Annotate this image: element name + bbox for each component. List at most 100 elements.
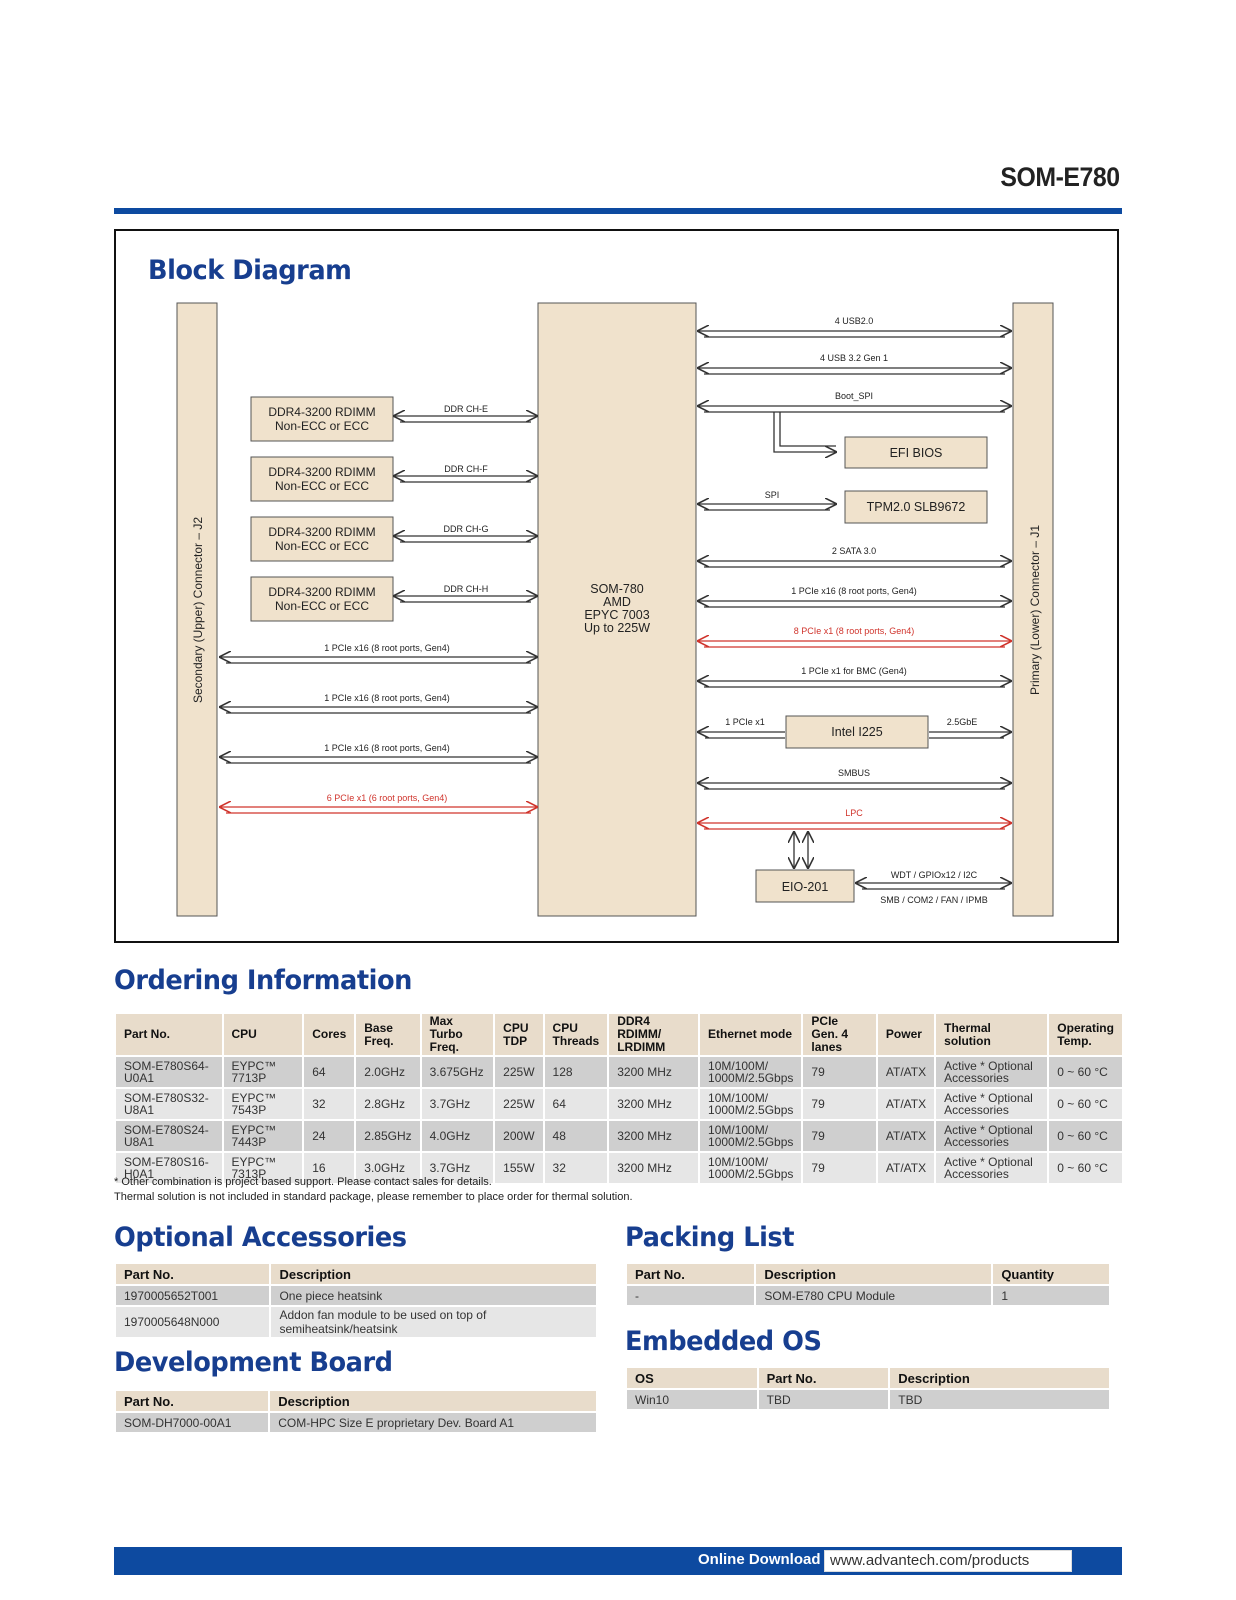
left-bus-label: 6 PCIe x1 (6 root ports, Gen4)	[327, 793, 448, 803]
dimm-box	[250, 396, 394, 442]
primary-connector-bar	[1012, 302, 1054, 917]
packing-list-header-1: Description	[756, 1264, 992, 1284]
table-cell: 3.675GHz	[421, 1057, 494, 1087]
table-cell: 48	[544, 1121, 608, 1151]
ddr-bus-label: DDR CH-E	[444, 404, 488, 414]
ordering-header-8: Ethernet mode	[700, 1014, 802, 1055]
table-cell: AT/ATX	[877, 1089, 935, 1119]
tpm-box	[844, 490, 988, 524]
product-title: SOM-E780	[1000, 162, 1121, 192]
ordering-header-2: Cores	[304, 1014, 355, 1055]
table-cell: 225W	[495, 1089, 543, 1119]
table-cell: One piece heatsink	[271, 1286, 596, 1305]
table-cell: Addon fan module to be used on top of se…	[271, 1307, 596, 1337]
cpu-label-line: Up to 225W	[584, 621, 650, 635]
table-cell: SOM-DH7000-00A1	[116, 1413, 269, 1432]
table-cell: 3200 MHz	[609, 1089, 699, 1119]
table-cell: 3.7GHz	[421, 1089, 494, 1119]
secondary-connector-label: Secondary (Upper) Connector – J2	[191, 517, 205, 703]
dimm-label-line: Non-ECC or ECC	[275, 599, 369, 613]
table-cell: COM-HPC Size E proprietary Dev. Board A1	[270, 1413, 596, 1432]
cpu-label-line: SOM-780	[590, 582, 644, 596]
embedded-os-header-0: OS	[627, 1368, 757, 1388]
eio-bus-label-bottom: SMB / COM2 / FAN / IPMB	[880, 895, 988, 905]
right-bus-label: 8 PCIe x1 (8 root ports, Gen4)	[794, 626, 915, 636]
table-cell: SOM-E780S16-H0A1	[116, 1153, 222, 1183]
table-cell: AT/ATX	[877, 1153, 935, 1183]
table-cell: 225W	[495, 1057, 543, 1087]
table-cell: 3200 MHz	[609, 1057, 699, 1087]
block-diagram-frame	[114, 229, 1119, 943]
table-cell: SOM-E780S32-U8A1	[116, 1089, 222, 1119]
packing-list-header-2: Quantity	[993, 1264, 1109, 1284]
lan-chip-label: Intel I225	[831, 725, 882, 739]
table-cell: EYPC™ 7313P	[223, 1153, 303, 1183]
eio-label: EIO-201	[782, 880, 829, 894]
ordering-note-2: Thermal solution is not included in stan…	[114, 1191, 633, 1203]
development-board-title: Development Board	[114, 1347, 393, 1378]
table-cell: AT/ATX	[877, 1121, 935, 1151]
table-cell: 0 ~ 60 °C	[1049, 1089, 1122, 1119]
ordering-header-4: Max Turbo Freq.	[421, 1014, 494, 1055]
table-cell: 3200 MHz	[609, 1153, 699, 1183]
table-cell: 79	[803, 1153, 876, 1183]
table-cell: Active * Optional Accessories	[936, 1153, 1048, 1183]
primary-connector-label: Primary (Lower) Connector – J1	[1028, 525, 1042, 695]
right-bus-label: 4 USB 3.2 Gen 1	[820, 353, 888, 363]
left-bus-label: 1 PCIe x16 (8 root ports, Gen4)	[324, 643, 450, 653]
table-cell: 32	[304, 1089, 355, 1119]
table-cell: -	[627, 1286, 755, 1305]
dimm-label-line: DDR4-3200 RDIMM	[268, 405, 375, 419]
table-cell: Active * Optional Accessories	[936, 1057, 1048, 1087]
table-cell: 0 ~ 60 °C	[1049, 1057, 1122, 1087]
optional-accessories-header-0: Part No.	[116, 1264, 270, 1284]
right-bus-label: Boot_SPI	[835, 391, 873, 401]
table-cell: 128	[544, 1057, 608, 1087]
table-cell: 0 ~ 60 °C	[1049, 1121, 1122, 1151]
right-bus-label: 1 PCIe x16 (8 root ports, Gen4)	[791, 586, 917, 596]
efi-bios-box	[844, 436, 988, 469]
right-bus-label: 4 USB2.0	[835, 316, 874, 326]
footer-url[interactable]: www.advantech.com/products	[824, 1550, 1072, 1572]
table-cell: 10M/100M/ 1000M/2.5Gbps	[700, 1153, 802, 1183]
ordering-header-12: Operating Temp.	[1049, 1014, 1122, 1055]
table-cell: 1970005648N000	[116, 1307, 270, 1337]
table-cell: 10M/100M/ 1000M/2.5Gbps	[700, 1121, 802, 1151]
table-cell: 79	[803, 1057, 876, 1087]
lan-chip-box	[785, 715, 929, 749]
eio-bus-label-top: WDT / GPIOx12 / I2C	[891, 870, 978, 880]
right-bus-label: 2 SATA 3.0	[832, 546, 876, 556]
dimm-label-line: DDR4-3200 RDIMM	[268, 525, 375, 539]
table-cell: Active * Optional Accessories	[936, 1121, 1048, 1151]
cpu-label-line: EPYC 7003	[584, 608, 649, 622]
dimm-label-line: Non-ECC or ECC	[275, 419, 369, 433]
table-cell: TBD	[890, 1390, 1109, 1409]
ordering-header-7: DDR4 RDIMM/ LRDIMM	[609, 1014, 699, 1055]
block-diagram: Secondary (Upper) Connector – J2 Primary …	[176, 302, 1054, 917]
efi-branch-line-inner	[779, 412, 836, 447]
table-cell: SOM-E780 CPU Module	[756, 1286, 992, 1305]
table-cell: Win10	[627, 1390, 757, 1409]
dimm-label-line: DDR4-3200 RDIMM	[268, 585, 375, 599]
lan-in-label: 1 PCIe x1	[725, 717, 765, 727]
table-cell: 3.0GHz	[356, 1153, 420, 1183]
ordering-note-1: * Other combination is project based sup…	[114, 1176, 492, 1188]
ordering-header-10: Power	[877, 1014, 935, 1055]
right-bus-label: LPC	[845, 808, 863, 818]
table-cell: 0 ~ 60 °C	[1049, 1153, 1122, 1183]
table-cell: TBD	[758, 1390, 889, 1409]
efi-branch-line	[773, 412, 836, 452]
table-cell: 200W	[495, 1121, 543, 1151]
right-bus-label: 1 PCIe x1 for BMC (Gen4)	[801, 666, 907, 676]
dimm-label-line: DDR4-3200 RDIMM	[268, 465, 375, 479]
table-cell: 2.8GHz	[356, 1089, 420, 1119]
table-cell: SOM-E780S64-U0A1	[116, 1057, 222, 1087]
ordering-header-0: Part No.	[116, 1014, 222, 1055]
